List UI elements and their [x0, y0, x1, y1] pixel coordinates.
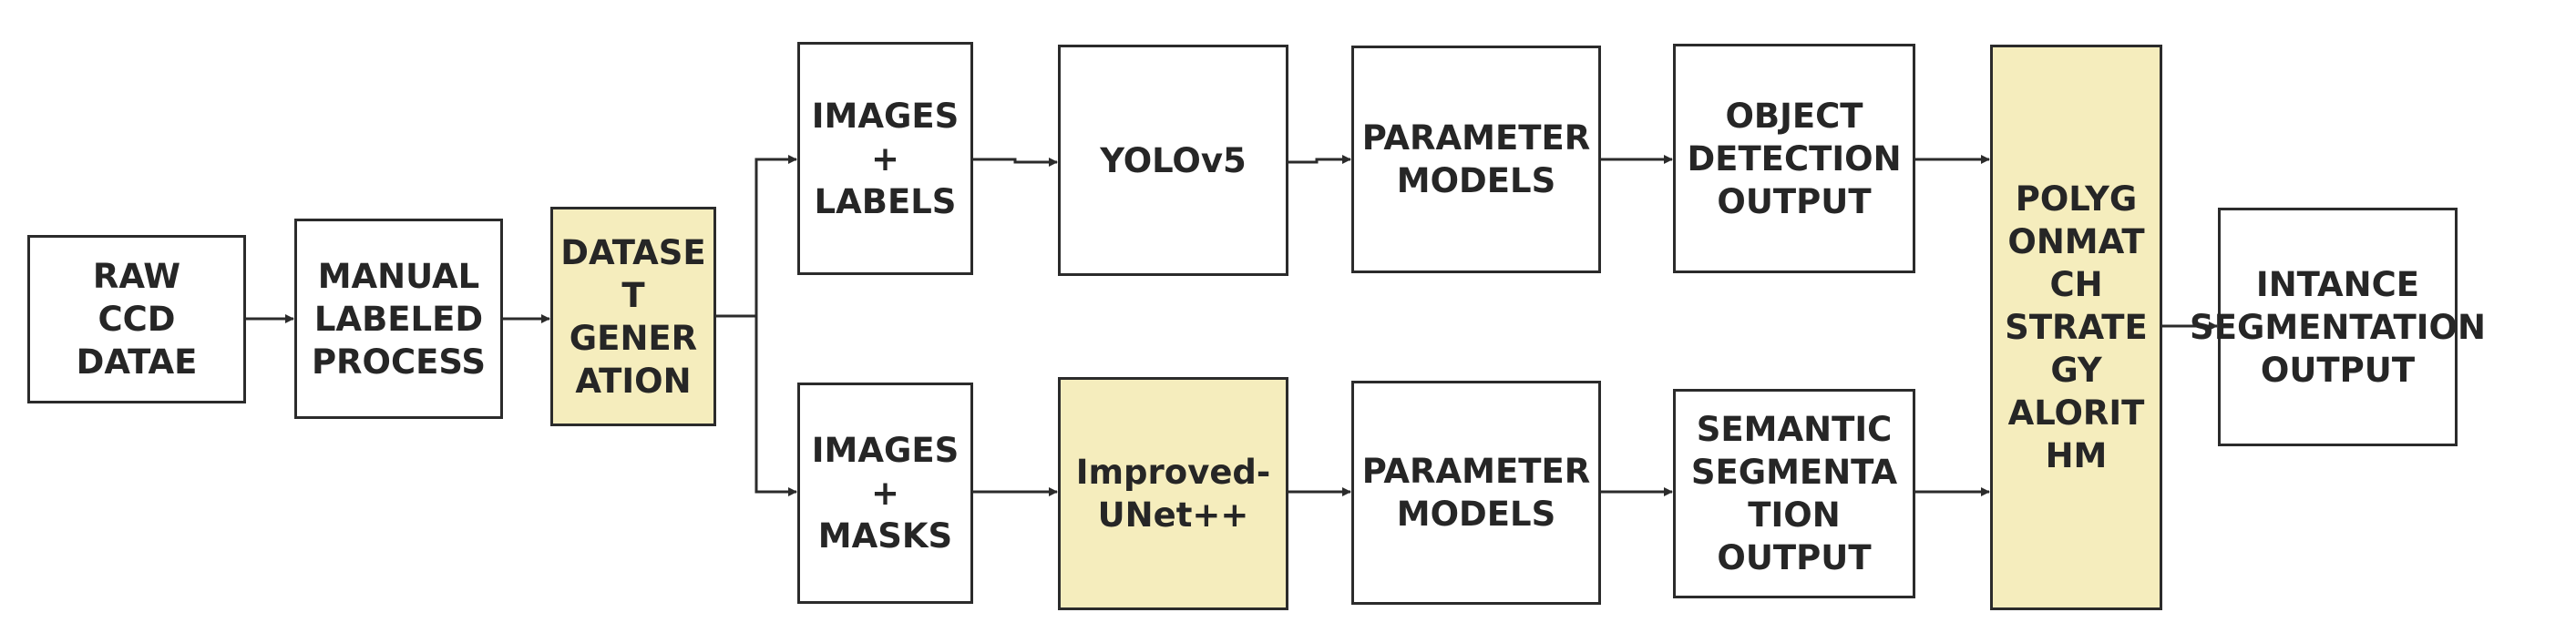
semantic-segmentation-output-label: SEMANTIC SEGMENTA TION OUTPUT: [1690, 410, 1898, 577]
images-labels-box: IMAGES + LABELS: [797, 42, 973, 275]
dataset-generation-label: DATASE T GENER ATION: [560, 232, 706, 401]
object-detection-output-box: OBJECT DETECTION OUTPUT: [1673, 44, 1915, 273]
manual-labeled-process-box: MANUAL LABELED PROCESS: [294, 219, 503, 419]
raw-ccd-data-label: RAW CCD DATAE: [76, 257, 198, 382]
arrow-dataset-to-images-masks: [754, 316, 797, 496]
semantic-segmentation-output-box: SEMANTIC SEGMENTA TION OUTPUT: [1673, 389, 1915, 598]
instance-segmentation-output-label: INTANCE SEGMENTATION OUTPUT: [2190, 264, 2486, 390]
parameter-models-top-box: PARAMETER MODELS: [1351, 46, 1601, 273]
dataset-generation-box: DATASE T GENER ATION: [550, 207, 716, 426]
parameter-models-top-label: PARAMETER MODELS: [1361, 118, 1591, 200]
polygon-match-strategy-box: POLYG ONMAT CH STRATE GY ALORIT HM: [1990, 45, 2162, 610]
parameter-models-bottom-box: PARAMETER MODELS: [1351, 381, 1601, 605]
object-detection-output-label: OBJECT DETECTION OUTPUT: [1687, 96, 1902, 221]
images-masks-label: IMAGES + MASKS: [811, 431, 960, 556]
yolov5-label: YOLOv5: [1100, 140, 1247, 180]
arrow-images-labels-to-yolo: [973, 158, 1058, 167]
raw-ccd-data-box: RAW CCD DATAE: [27, 235, 246, 403]
yolov5-box: YOLOv5: [1058, 45, 1288, 276]
instance-segmentation-output-box: INTANCE SEGMENTATION OUTPUT: [2190, 208, 2486, 446]
improved-unet-box: Improved- UNet++: [1058, 377, 1288, 610]
parameter-models-bottom-label: PARAMETER MODELS: [1361, 452, 1591, 534]
images-masks-box: IMAGES + MASKS: [797, 383, 973, 604]
polygon-match-strategy-label: POLYG ONMAT CH STRATE GY ALORIT HM: [2005, 179, 2148, 475]
images-labels-label: IMAGES + LABELS: [811, 96, 960, 221]
arrow-yolo-to-param-top: [1288, 155, 1351, 164]
arrow-dataset-to-images-labels: [716, 155, 797, 318]
improved-unet-label: Improved- UNet++: [1075, 453, 1271, 535]
manual-labeled-process-label: MANUAL LABELED PROCESS: [311, 256, 487, 382]
